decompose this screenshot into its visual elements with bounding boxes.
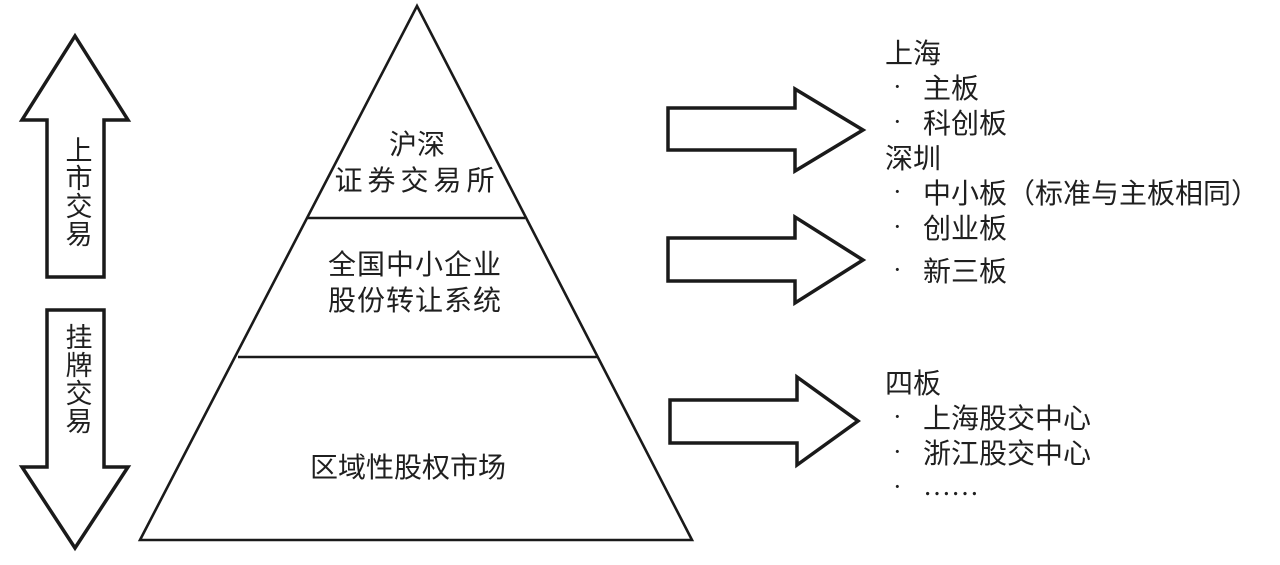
pyramid-tier-2-label: 全国中小企业 股份转让系统: [328, 248, 502, 320]
bullet-dot: ·: [893, 436, 902, 466]
right-arrow-icon-3: [668, 373, 861, 469]
shenzhen-header-text: 深圳: [885, 143, 942, 175]
fourth-board-header: 四板: [885, 364, 1091, 400]
down-arrow-label: 挂牌交易: [61, 323, 92, 435]
list-item: · 新三板: [885, 252, 1259, 288]
list-item: · 主板: [885, 69, 1259, 105]
pyramid-outline: [137, 3, 695, 542]
pyramid-tier-1-label: 沪深 证券交易所: [334, 128, 499, 200]
list-item: · ……: [885, 469, 1091, 504]
pyramid-tier-3-label: 区域性股权市场: [310, 451, 506, 487]
fourth-board-header-text: 四板: [885, 368, 942, 400]
down-arrow-icon: [18, 308, 132, 552]
list-item-text: 科创板: [923, 108, 1008, 140]
tier-2-line-1: 全国中小企业: [327, 250, 503, 281]
list-item-text: 浙江股交中心: [923, 438, 1092, 470]
bullet-dot: ·: [893, 471, 902, 501]
list-item: · 创业板: [885, 209, 1259, 245]
regional-boards-list: 四板 · 上海股交中心 · 浙江股交中心 · ……: [885, 364, 1091, 504]
right-arrow-icon-2: [666, 213, 867, 307]
list-item-text: 创业板: [923, 213, 1008, 245]
bullet-dot: ·: [893, 211, 902, 241]
up-arrow-icon: [18, 32, 132, 279]
right-arrow-icon-1: [666, 85, 867, 175]
list-item-text: 主板: [923, 73, 980, 105]
bullet-dot: ·: [893, 401, 902, 431]
tier-2-line-2: 股份转让系统: [327, 286, 503, 317]
list-item-text: 中小板（标准与主板相同）: [923, 178, 1260, 210]
listed-boards-list: 上海 · 主板 · 科创板 深圳 · 中小板（标准与主板相同） · 创业板 · …: [885, 34, 1260, 288]
tier-1-line-1: 沪深: [388, 130, 446, 161]
shenzhen-header: 深圳: [885, 139, 1259, 175]
bullet-dot: ·: [893, 106, 902, 136]
up-arrow-label: 上市交易: [61, 136, 92, 248]
bullet-dot: ·: [893, 254, 902, 284]
shanghai-header-text: 上海: [885, 38, 942, 70]
list-item-text: 上海股交中心: [923, 403, 1092, 435]
list-item-text: 新三板: [923, 256, 1008, 288]
list-item: · 科创板: [885, 104, 1259, 140]
list-item: · 中小板（标准与主板相同）: [885, 174, 1260, 210]
tier-1-line-2: 证券交易所: [334, 166, 500, 197]
tier-3-line-1: 区域性股权市场: [309, 453, 507, 484]
bullet-dot: ·: [893, 71, 902, 101]
bullet-dot: ·: [893, 176, 902, 206]
shanghai-header: 上海: [885, 34, 1259, 70]
list-item-text: ……: [923, 470, 979, 502]
list-item: · 浙江股交中心: [885, 434, 1092, 470]
list-item: · 上海股交中心: [885, 399, 1092, 435]
